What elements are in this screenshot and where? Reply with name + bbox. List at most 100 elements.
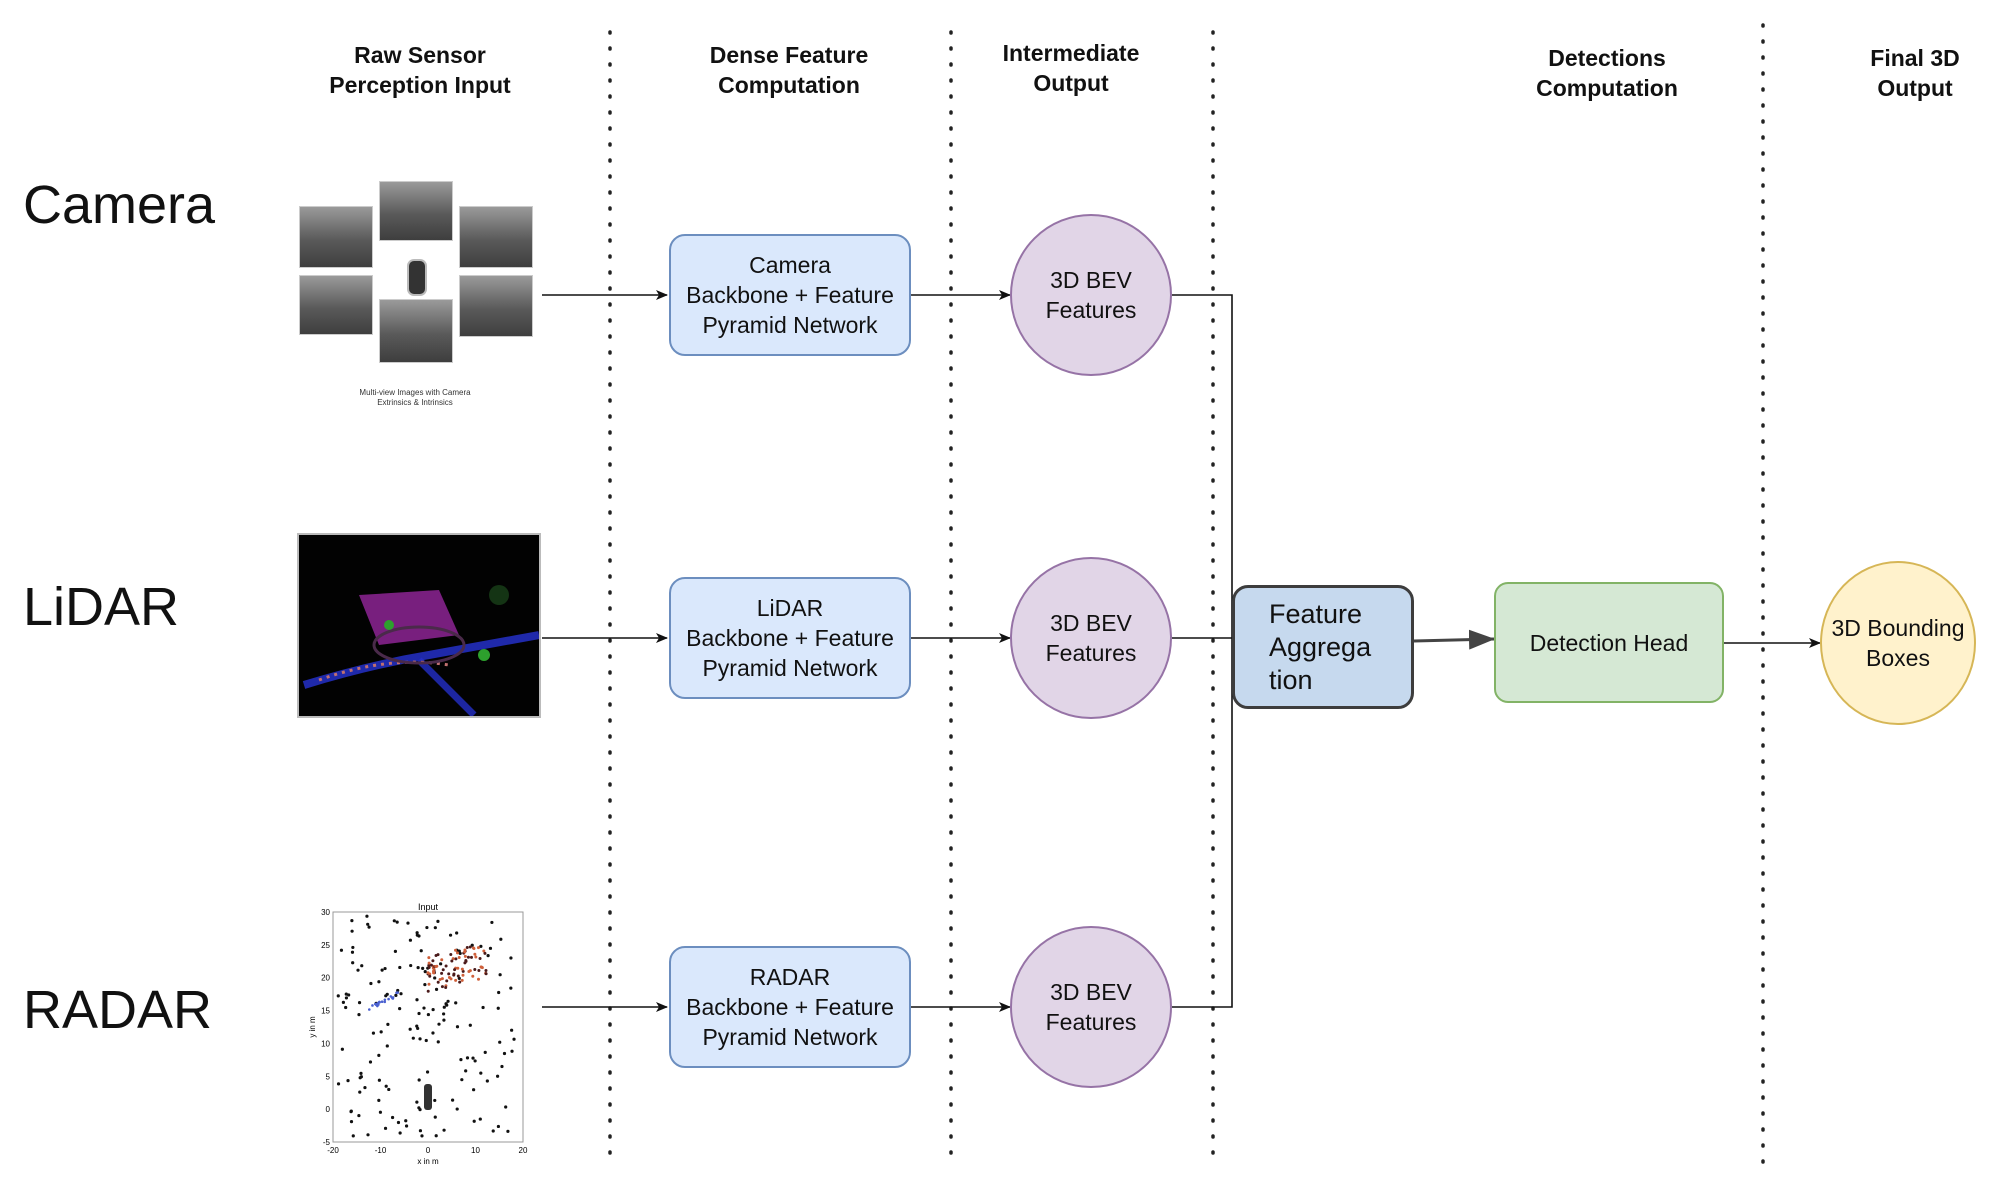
radar-point bbox=[429, 963, 433, 967]
radar-point bbox=[395, 920, 399, 924]
box-text: Backbone + Feature bbox=[686, 625, 894, 651]
radar-point bbox=[396, 1120, 401, 1125]
radar-point bbox=[440, 971, 444, 975]
radar-point bbox=[461, 969, 465, 973]
header-line: Dense Feature bbox=[709, 42, 869, 68]
y-tick-label: 15 bbox=[321, 1007, 330, 1016]
radar-point bbox=[374, 1003, 378, 1007]
radar-point bbox=[439, 962, 443, 966]
radar-point bbox=[455, 1025, 460, 1029]
radar-point bbox=[452, 973, 456, 977]
radar-point bbox=[392, 919, 396, 923]
radar-point bbox=[450, 1098, 455, 1102]
radar-point bbox=[360, 964, 364, 968]
radar-point bbox=[378, 1110, 383, 1114]
circle-text: Boxes bbox=[1866, 645, 1930, 671]
radar-point bbox=[368, 1060, 373, 1064]
radar-point bbox=[440, 977, 444, 981]
radar-point bbox=[396, 991, 400, 994]
radar-point bbox=[498, 973, 502, 977]
radar-point bbox=[440, 958, 444, 962]
circle-text: 3D Bounding bbox=[1831, 615, 1965, 641]
box-text: Pyramid Network bbox=[702, 312, 878, 338]
box-text: RADAR bbox=[749, 964, 831, 990]
radar-point bbox=[394, 993, 398, 997]
radar-point bbox=[444, 1002, 448, 1006]
radar-point bbox=[383, 1000, 387, 1004]
radar-point bbox=[387, 997, 390, 1001]
radar-point bbox=[384, 1084, 388, 1088]
x-tick-label: 0 bbox=[426, 1146, 431, 1155]
header-line: Perception Input bbox=[329, 72, 511, 98]
radar-point bbox=[359, 1071, 363, 1075]
y-tick-label: 5 bbox=[326, 1072, 331, 1081]
radar-point bbox=[427, 956, 431, 960]
radar-point bbox=[383, 998, 387, 1002]
camera-view bbox=[379, 299, 453, 363]
y-tick-label: 25 bbox=[321, 941, 330, 950]
radar-point bbox=[350, 950, 355, 954]
x-axis-label: x in m bbox=[417, 1157, 439, 1166]
radar-point bbox=[472, 1119, 476, 1123]
circle-text: 3D BEV bbox=[1050, 267, 1132, 293]
radar-point bbox=[427, 961, 431, 965]
radar-point bbox=[436, 919, 440, 923]
radar-point bbox=[406, 921, 410, 925]
radar-point bbox=[500, 1064, 504, 1069]
x-tick-label: 10 bbox=[471, 1146, 480, 1155]
radar-point bbox=[415, 931, 419, 935]
sensor-label-camera: Camera bbox=[23, 175, 216, 235]
radar-point bbox=[422, 1006, 426, 1010]
ego-vehicle-icon bbox=[424, 1084, 432, 1110]
ego-car-icon bbox=[407, 259, 427, 296]
radar-point bbox=[349, 1120, 354, 1124]
radar-point bbox=[469, 955, 473, 959]
radar-point bbox=[431, 1007, 435, 1012]
radar-point bbox=[377, 1098, 381, 1102]
radar-point bbox=[463, 954, 467, 958]
radar-point bbox=[419, 949, 423, 953]
radar-point bbox=[336, 994, 340, 998]
radar-point bbox=[437, 1022, 441, 1026]
radar-point bbox=[371, 1004, 374, 1007]
radar-point bbox=[510, 1049, 514, 1053]
radar-point bbox=[366, 1133, 370, 1137]
box-text: Backbone + Feature bbox=[686, 994, 894, 1020]
circle-text: 3D BEV bbox=[1050, 979, 1132, 1005]
x-tick-label: -10 bbox=[375, 1146, 387, 1155]
sensor-label-lidar: LiDAR bbox=[23, 577, 180, 637]
radar-point bbox=[484, 972, 488, 976]
radar-point bbox=[344, 992, 348, 996]
radar-point bbox=[461, 973, 465, 977]
x-tick-label: -20 bbox=[327, 1146, 339, 1155]
box-text: Feature bbox=[1269, 598, 1363, 629]
radar-point bbox=[366, 922, 370, 926]
radar-point bbox=[427, 982, 431, 986]
radar-point bbox=[434, 964, 438, 968]
radar-point bbox=[408, 938, 413, 942]
y-tick-label: 0 bbox=[326, 1105, 331, 1114]
radar-point bbox=[344, 996, 349, 1000]
radar-point bbox=[365, 914, 369, 918]
radar-point bbox=[449, 977, 453, 981]
radar-point bbox=[367, 925, 371, 929]
radar-point bbox=[483, 951, 487, 955]
radar-point bbox=[385, 992, 389, 996]
radar-point bbox=[472, 946, 476, 950]
radar-point bbox=[351, 961, 355, 965]
radar-point bbox=[367, 1008, 371, 1011]
radar-point bbox=[415, 1024, 419, 1028]
radar-point bbox=[351, 945, 355, 950]
radar-point bbox=[363, 1085, 367, 1090]
radar-point bbox=[446, 999, 450, 1003]
radar-point bbox=[478, 1117, 482, 1121]
radar-point bbox=[504, 1105, 508, 1109]
plot-title: Input bbox=[418, 902, 439, 912]
radar-point bbox=[346, 1079, 350, 1083]
radar-point bbox=[465, 1056, 470, 1060]
radar-point bbox=[509, 986, 513, 990]
